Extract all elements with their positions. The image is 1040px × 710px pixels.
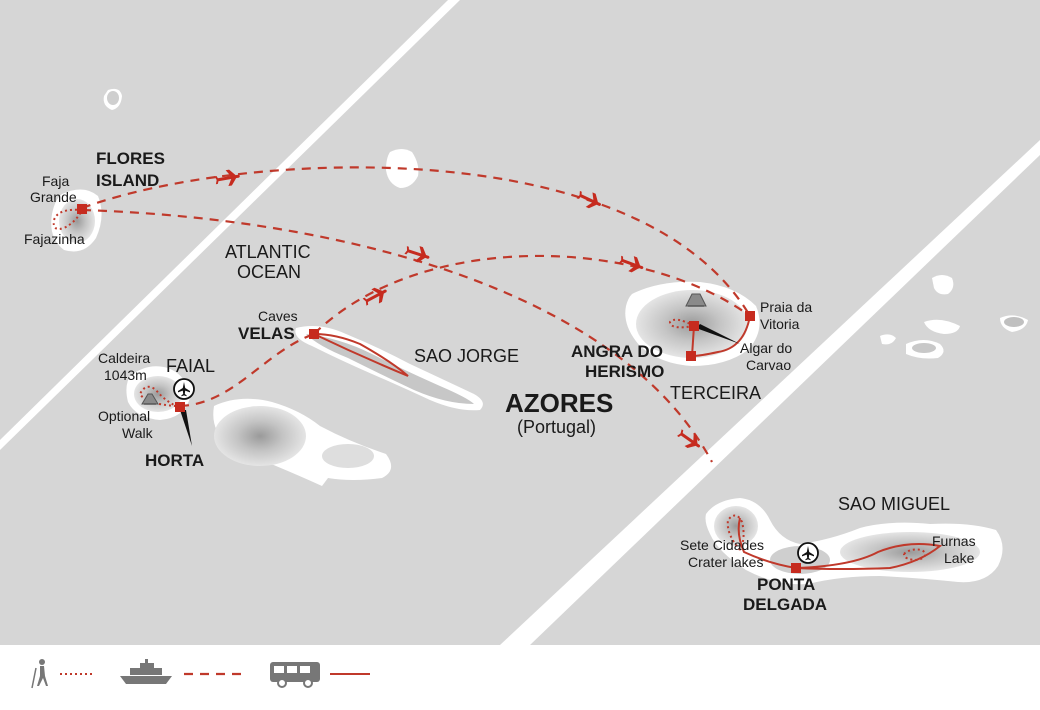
ship-icon	[120, 659, 172, 684]
label-velas: VELAS	[238, 324, 295, 343]
stop-marker-algar	[689, 321, 699, 331]
bus-furnas	[795, 543, 943, 570]
label-faja-grande: Grande	[30, 189, 77, 205]
walk-sete-cidades	[726, 514, 745, 551]
label-angra-do-herismo: HERISMO	[585, 362, 664, 381]
bus-icon	[270, 662, 320, 688]
bus-sao-jorge	[313, 333, 409, 377]
label-praia-da-vitoria: Vitoria	[760, 316, 800, 332]
sea-panel-east	[530, 155, 1040, 645]
label-faial: FAIAL	[166, 356, 215, 376]
route-flores-to-terceira	[81, 166, 751, 317]
pointer-lines	[180, 324, 740, 446]
label-horta: HORTA	[145, 451, 204, 470]
label-praia-da-vitoria: Praia da	[760, 299, 812, 315]
label-atlantic-ocean: OCEAN	[237, 262, 301, 282]
stop-marker-flores	[77, 204, 87, 214]
stop-marker-velas	[309, 329, 319, 339]
bus-sete-cidades	[737, 517, 797, 569]
label-caldeira: 1043m	[104, 367, 147, 383]
island-graciosa	[932, 275, 954, 295]
airport-icon	[797, 542, 819, 564]
route-velas-to-terceira	[313, 254, 751, 335]
volcano-icon	[141, 393, 159, 405]
label-sete-cidades: Crater lakes	[688, 554, 763, 570]
label-caves: Caves	[258, 308, 298, 324]
label-caldeira: Caldeira	[98, 350, 150, 366]
route-horta-to-velas	[179, 332, 315, 408]
route-flores-to-sao-miguel	[81, 208, 713, 463]
walk-flores	[52, 208, 83, 230]
pointer-horta	[180, 410, 192, 446]
island-pico	[213, 398, 392, 486]
pointer-algar	[696, 324, 740, 344]
map-labels: FLORES ISLAND Faja Grande Fajazinha ATLA…	[24, 149, 976, 614]
stop-markers	[77, 204, 801, 573]
label-optional-walk: Optional	[98, 408, 150, 424]
label-sao-miguel: SAO MIGUEL	[838, 494, 950, 514]
label-algar-do-carvao: Algar do	[740, 340, 792, 356]
volcano-icon	[685, 293, 707, 307]
legend	[31, 659, 370, 689]
label-optional-walk: Walk	[122, 425, 154, 441]
walk-caldeira	[138, 385, 177, 407]
islets-formigas	[880, 315, 1028, 359]
label-angra-do-herismo: ANGRA DO	[571, 342, 663, 361]
sea-panel-central	[0, 0, 1040, 645]
flight-routes	[81, 166, 751, 463]
label-sete-cidades: Sete Cidades	[680, 537, 764, 553]
stop-marker-ponta-delgada	[791, 563, 801, 573]
stop-marker-angra	[686, 351, 696, 361]
walk-terceira	[668, 318, 695, 329]
stop-marker-horta	[175, 402, 185, 412]
label-terceira: TERCEIRA	[670, 383, 761, 403]
label-furnas-lake: Lake	[944, 550, 975, 566]
label-sao-jorge: SAO JORGE	[414, 346, 519, 366]
label-azores: AZORES	[505, 388, 613, 418]
label-fajazinha: Fajazinha	[24, 231, 85, 247]
label-portugal: (Portugal)	[517, 417, 596, 437]
stop-marker-praia	[745, 311, 755, 321]
label-atlantic-ocean: ATLANTIC	[225, 242, 311, 262]
label-ponta-delgada: PONTA	[757, 575, 815, 594]
label-faja-grande: Faja	[42, 173, 69, 189]
island-corvo	[103, 88, 122, 110]
label-furnas-lake: Furnas	[932, 533, 976, 549]
label-flores: FLORES	[96, 149, 165, 168]
label-algar-do-carvao: Carvao	[746, 357, 791, 373]
label-flores: ISLAND	[96, 171, 159, 190]
label-ponta-delgada: DELGADA	[743, 595, 827, 614]
hiker-icon	[31, 659, 48, 689]
airport-icon	[173, 378, 195, 400]
